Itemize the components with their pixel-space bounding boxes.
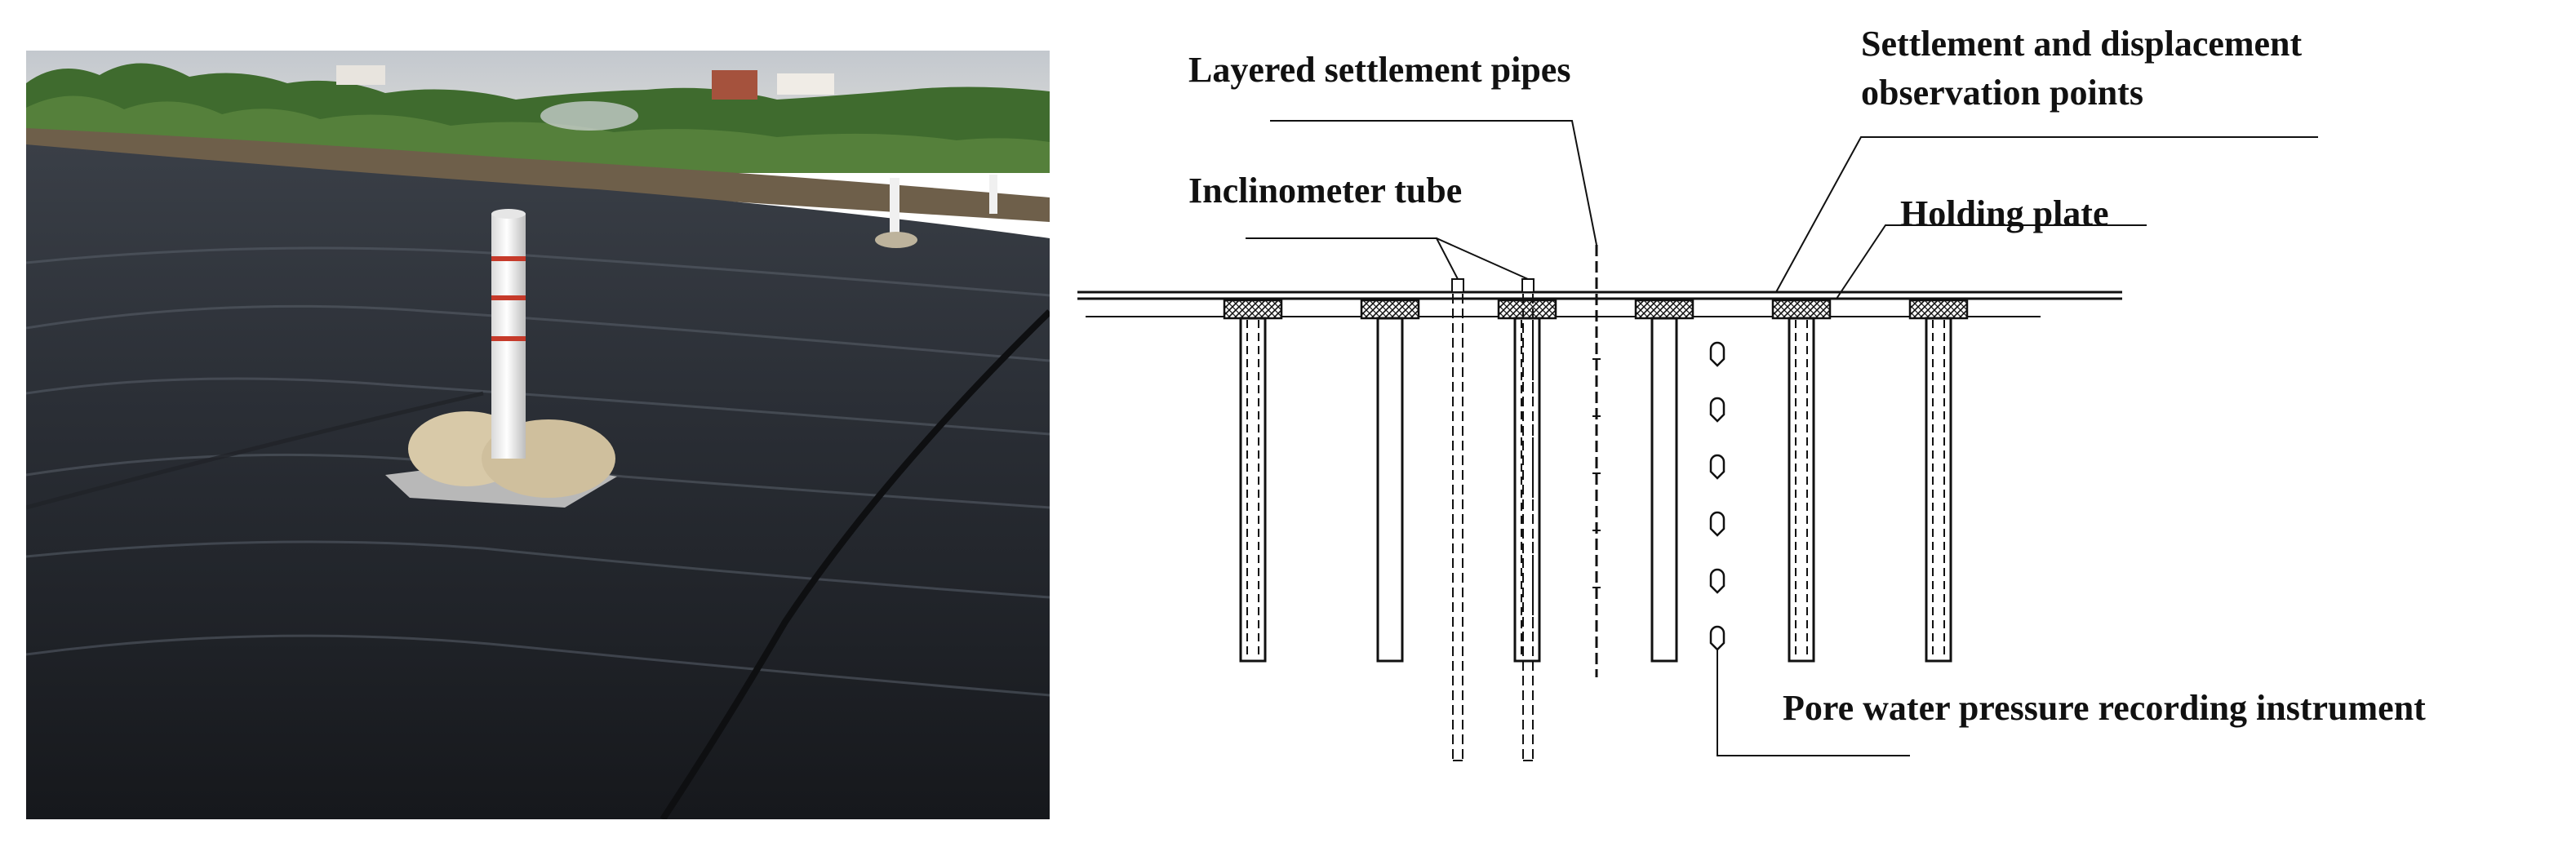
inclinometer-tube <box>1522 279 1534 761</box>
instrumentation-diagram: Layered settlement pipes Settlement and … <box>1069 0 2576 852</box>
capsule-sensor-icon <box>1709 568 1725 594</box>
label-settlement-displacement-line1: Settlement and displacement <box>1861 24 2303 64</box>
pile <box>1239 317 1267 663</box>
pile-cap <box>1360 299 1420 320</box>
inclinometer-tube <box>1452 279 1463 761</box>
site-photo <box>26 51 1050 819</box>
soil-bank <box>26 128 1050 222</box>
pile-cap <box>1771 299 1832 320</box>
pore-pressure-sensors <box>1709 341 1725 651</box>
pile-cap <box>1497 299 1557 320</box>
building <box>336 65 385 85</box>
leader-observation-points <box>1775 136 2318 293</box>
pile <box>1788 317 1815 663</box>
smoke <box>540 101 638 131</box>
capsule-sensor-icon <box>1709 341 1725 367</box>
leader-layered-settlement <box>1270 120 1597 246</box>
leader-inclinometer-branch <box>1436 237 1529 280</box>
membrane-seam <box>660 309 1050 819</box>
capsule-sensor-icon <box>1709 454 1725 480</box>
pile-caps <box>1223 299 1969 320</box>
pipe-red-mark <box>491 336 526 341</box>
building <box>712 70 757 100</box>
pile-cap <box>1908 299 1969 320</box>
diagram-canvas: Layered settlement pipes Settlement and … <box>1077 24 2426 761</box>
leader-inclinometer <box>1246 237 1459 280</box>
distant-pipe <box>890 178 899 235</box>
pile-cap <box>1223 299 1283 320</box>
site-photo-illustration <box>26 51 1050 819</box>
capsule-sensor-icon <box>1709 625 1725 651</box>
label-settlement-displacement-line2: observation points <box>1861 73 2143 113</box>
distant-sandbag <box>875 232 917 248</box>
leader-pore-pressure <box>1717 650 1910 756</box>
pile <box>1376 317 1404 663</box>
inclinometer-tube-tops <box>1451 278 1534 293</box>
pile <box>1650 317 1678 663</box>
capsule-sensor-icon <box>1709 397 1725 423</box>
capsule-sensor-icon <box>1709 511 1725 537</box>
label-pore-water-pressure: Pore water pressure recording instrument <box>1783 688 2426 728</box>
leader-lines <box>1246 120 2318 756</box>
piles <box>1239 317 1952 663</box>
settlement-pipe-top <box>491 209 526 219</box>
membrane-wrinkles <box>26 246 1050 697</box>
pile-cap <box>1634 299 1694 320</box>
distant-pipe <box>989 175 997 214</box>
building <box>777 73 834 95</box>
pile <box>1925 317 1952 663</box>
layered-settlement-pipe <box>1592 245 1601 677</box>
inclinometer-tubes <box>1452 279 1534 761</box>
label-layered-settlement-pipes: Layered settlement pipes <box>1188 50 1570 90</box>
leader-holding-plate <box>1836 224 2147 299</box>
pile <box>1513 317 1541 663</box>
pipe-red-mark <box>491 295 526 300</box>
label-inclinometer-tube: Inclinometer tube <box>1188 171 1462 211</box>
label-holding-plate: Holding plate <box>1900 193 2109 233</box>
pipe-red-mark <box>491 256 526 261</box>
membrane-seam <box>26 391 484 510</box>
